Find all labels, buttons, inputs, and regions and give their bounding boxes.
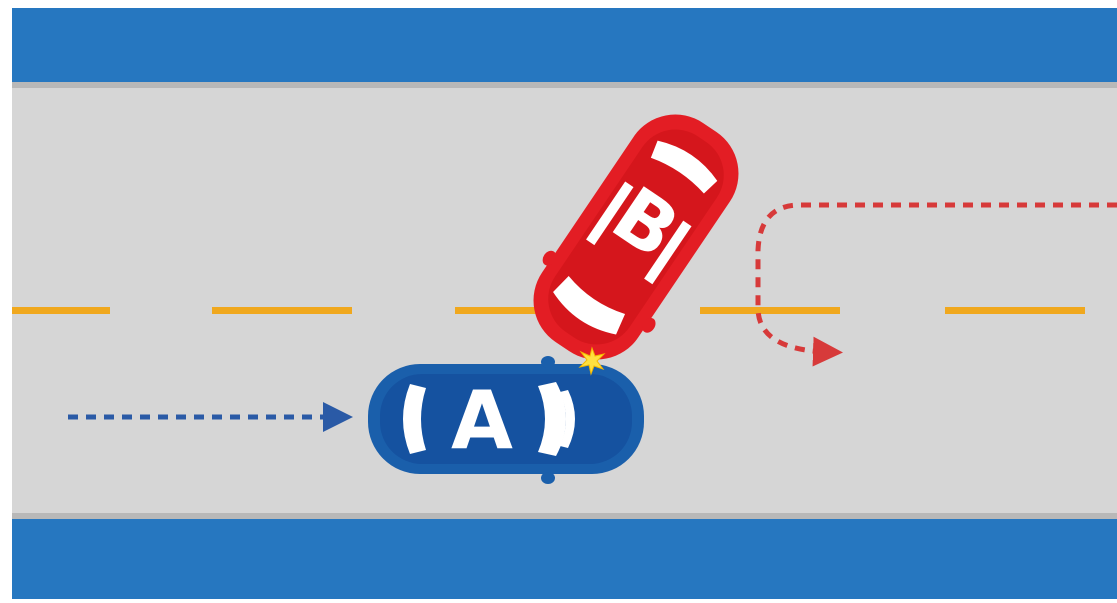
vehicle-a: A xyxy=(368,356,644,484)
lane-dash xyxy=(455,307,545,314)
bottom-curb xyxy=(12,513,1117,519)
lane-dash xyxy=(700,307,840,314)
vehicle-a-label: A xyxy=(451,374,513,467)
bottom-sidewalk xyxy=(12,519,1117,599)
lane-dash xyxy=(12,307,110,314)
lane-dash xyxy=(212,307,352,314)
top-sidewalk xyxy=(12,8,1117,82)
top-curb xyxy=(12,82,1117,88)
lane-dash xyxy=(945,307,1085,314)
